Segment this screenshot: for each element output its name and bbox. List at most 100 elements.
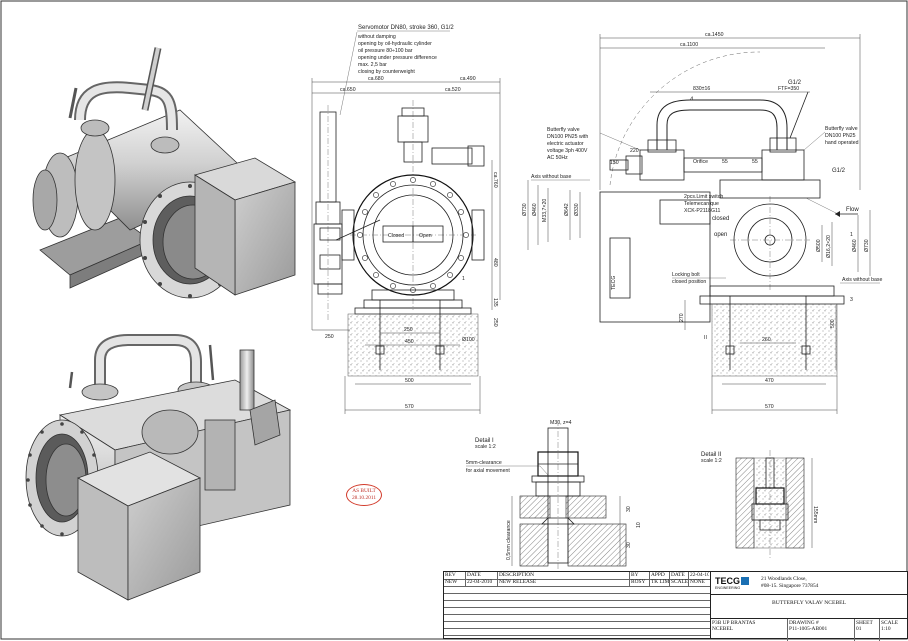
side-small-dim-55b: 55 — [752, 159, 758, 165]
servomotor-line-1: without damping — [358, 34, 396, 40]
side-butterfly-right-2: DN100 PN25 — [825, 133, 856, 139]
side-dia-left-1: Ø730 — [522, 203, 528, 216]
side-small-dim-150: 150 — [610, 160, 619, 166]
revision-row-1: NEW 22-04-2010 NEW RELEASE ROSY TK LIM S… — [444, 579, 710, 587]
stamp-line-2: 28.10.2011 — [351, 494, 377, 501]
project-line-1: P3B UP BRANTAS — [712, 620, 756, 626]
title-block: REV DATE DESCRIPTION BY APPD DATE 22-04-… — [443, 571, 908, 641]
side-butterfly-left-1: Butterfly valve — [547, 127, 580, 133]
front-dim-bottom-500: 500 — [405, 378, 414, 384]
side-dim-830: 830±16 — [693, 86, 710, 92]
appd-value: TK LIM — [651, 579, 670, 586]
side-butterfly-left-4: voltage 3ph 400V — [547, 148, 588, 154]
detail1-bolt: M30, z=4 — [550, 420, 572, 426]
iso-view-upper — [32, 47, 296, 299]
appd-header: APPD — [650, 572, 670, 579]
detail1-scale: scale 1:2 — [475, 444, 496, 450]
revision-header-row: REV DATE DESCRIPTION BY APPD DATE 22-04-… — [444, 572, 710, 580]
sheet-value: 01 — [856, 626, 862, 632]
side-orifice: Orifice — [693, 159, 708, 165]
company-logo: TECG — [715, 576, 750, 586]
company-block: TECG ENGINEERING 21 Woodlands Close, #08… — [711, 572, 907, 595]
project-cell: P3B UP BRANTAS NCEBEL — [711, 619, 788, 641]
side-callout-3: 3 — [850, 297, 853, 303]
side-callout-1: 1 — [850, 232, 853, 238]
side-small-dim-220: 220 — [630, 148, 639, 154]
detail1-dim-30b: 30 — [626, 542, 632, 548]
detail2-dim: 155mm — [812, 506, 818, 523]
side-dim-ftf: FTF=350 — [778, 86, 799, 92]
servomotor-title: Servomotor DN80, stroke 360, G1/2 — [358, 25, 454, 31]
company-address: 21 Woodlands Close, #08-15. Singapore 73… — [761, 576, 818, 590]
rev-value: NEW — [444, 579, 466, 586]
side-dia-right-3: Ø460 — [852, 239, 858, 252]
scale-value: 1:10 — [881, 626, 891, 632]
revision-row-5 — [444, 607, 710, 615]
front-dim-bottom-250: 250 — [404, 327, 413, 333]
project-line-2: NCEBEL — [712, 626, 733, 632]
detail2-title: Detail II — [701, 452, 722, 458]
side-dia-right-2: Ø16,2×20 — [826, 235, 832, 258]
by-value: ROSY — [630, 579, 650, 586]
side-closed: closed — [712, 216, 729, 222]
detail1-gap: 0,5mm clearance — [506, 520, 512, 560]
side-note-b: Axis without base — [842, 277, 882, 283]
detail2-scale: scale 1:2 — [701, 458, 722, 464]
address-line-1: 21 Woodlands Close, — [761, 576, 807, 582]
side-dim-570: 570 — [765, 404, 774, 410]
front-dim-ca650: ca.650 — [340, 87, 356, 93]
side-limit-1: 2pcs.Limit switch — [684, 194, 723, 200]
servomotor-line-4: opening under pressure difference — [358, 55, 437, 61]
scale-label: SCALE — [881, 620, 899, 626]
front-hole-dia: Ø100 — [462, 337, 475, 343]
side-locking-2: closed position — [672, 279, 706, 285]
side-dim-500: 500 — [830, 319, 836, 328]
front-dim-135: 135 — [492, 298, 498, 307]
drawing-number: P11-1005-AB001 — [789, 626, 828, 632]
front-dim-left-250: 250 — [325, 334, 334, 340]
drawing-title: BUTTERFLY VALAV NCEBEL — [771, 600, 847, 606]
sheet-label: SHEET — [856, 620, 873, 626]
front-dim-bottom-450: 450 — [405, 339, 414, 345]
front-dim-ca680: ca.680 — [368, 76, 384, 82]
side-note-a: Axis without base — [531, 174, 571, 180]
sheet-cell: SHEET 01 — [855, 619, 880, 641]
side-dim-ca1100: ca.1100 — [680, 42, 698, 48]
revision-row-4 — [444, 600, 710, 608]
side-butterfly-right-3: hand operated — [825, 140, 859, 146]
revision-row-3 — [444, 593, 710, 601]
side-small-dim-55a: 55 — [722, 159, 728, 165]
date-value: 22-04-2010 — [466, 579, 498, 586]
front-dim-ca520: ca.520 — [445, 87, 461, 93]
logo-mark-icon — [741, 577, 750, 585]
company-sub: ENGINEERING — [715, 586, 741, 590]
scale-value-top: NONE — [690, 579, 705, 585]
date2-value: 22-04-10 — [690, 572, 709, 578]
scale-header: SCALE — [671, 579, 689, 586]
side-g12-top: G1/2 — [788, 80, 802, 86]
front-dim-ca490: ca.490 — [460, 76, 476, 82]
drawing-number-label: DRAWING # — [789, 620, 819, 626]
revision-row-8 — [444, 628, 710, 636]
date2-header: DATE — [670, 572, 689, 579]
as-built-stamp: AS BUILT 28.10.2011 — [346, 484, 382, 506]
side-flow: Flow — [846, 207, 859, 213]
side-dia-left-2: Ø460 — [532, 203, 538, 216]
side-limit-2: Telemecanique — [684, 201, 719, 207]
side-dia-left-5: Ø330 — [574, 203, 580, 216]
front-callout-1: 1 — [462, 276, 465, 282]
date-header: DATE — [466, 572, 498, 579]
front-label-closed: Closed — [388, 233, 404, 239]
front-dim-bottom-570: 570 — [405, 404, 414, 410]
detail1-clearance-note: for axial movement — [466, 468, 510, 474]
side-g12-right: G1/2 — [832, 168, 846, 174]
detail1-dim-10: 10 — [636, 522, 642, 528]
scale-cell: SCALE 1:10 — [880, 619, 906, 641]
side-butterfly-left-2: DN100 PN25 with — [547, 134, 588, 140]
side-dim-260: 260 — [762, 337, 771, 343]
address-line-2: #08-15. Singapore 737854 — [761, 583, 819, 589]
drawing-info-row: P3B UP BRANTAS NCEBEL DRAWING # P11-1005… — [711, 618, 907, 641]
side-dim-470: 470 — [765, 378, 774, 384]
title-block-right: TECG ENGINEERING 21 Woodlands Close, #08… — [711, 572, 907, 641]
